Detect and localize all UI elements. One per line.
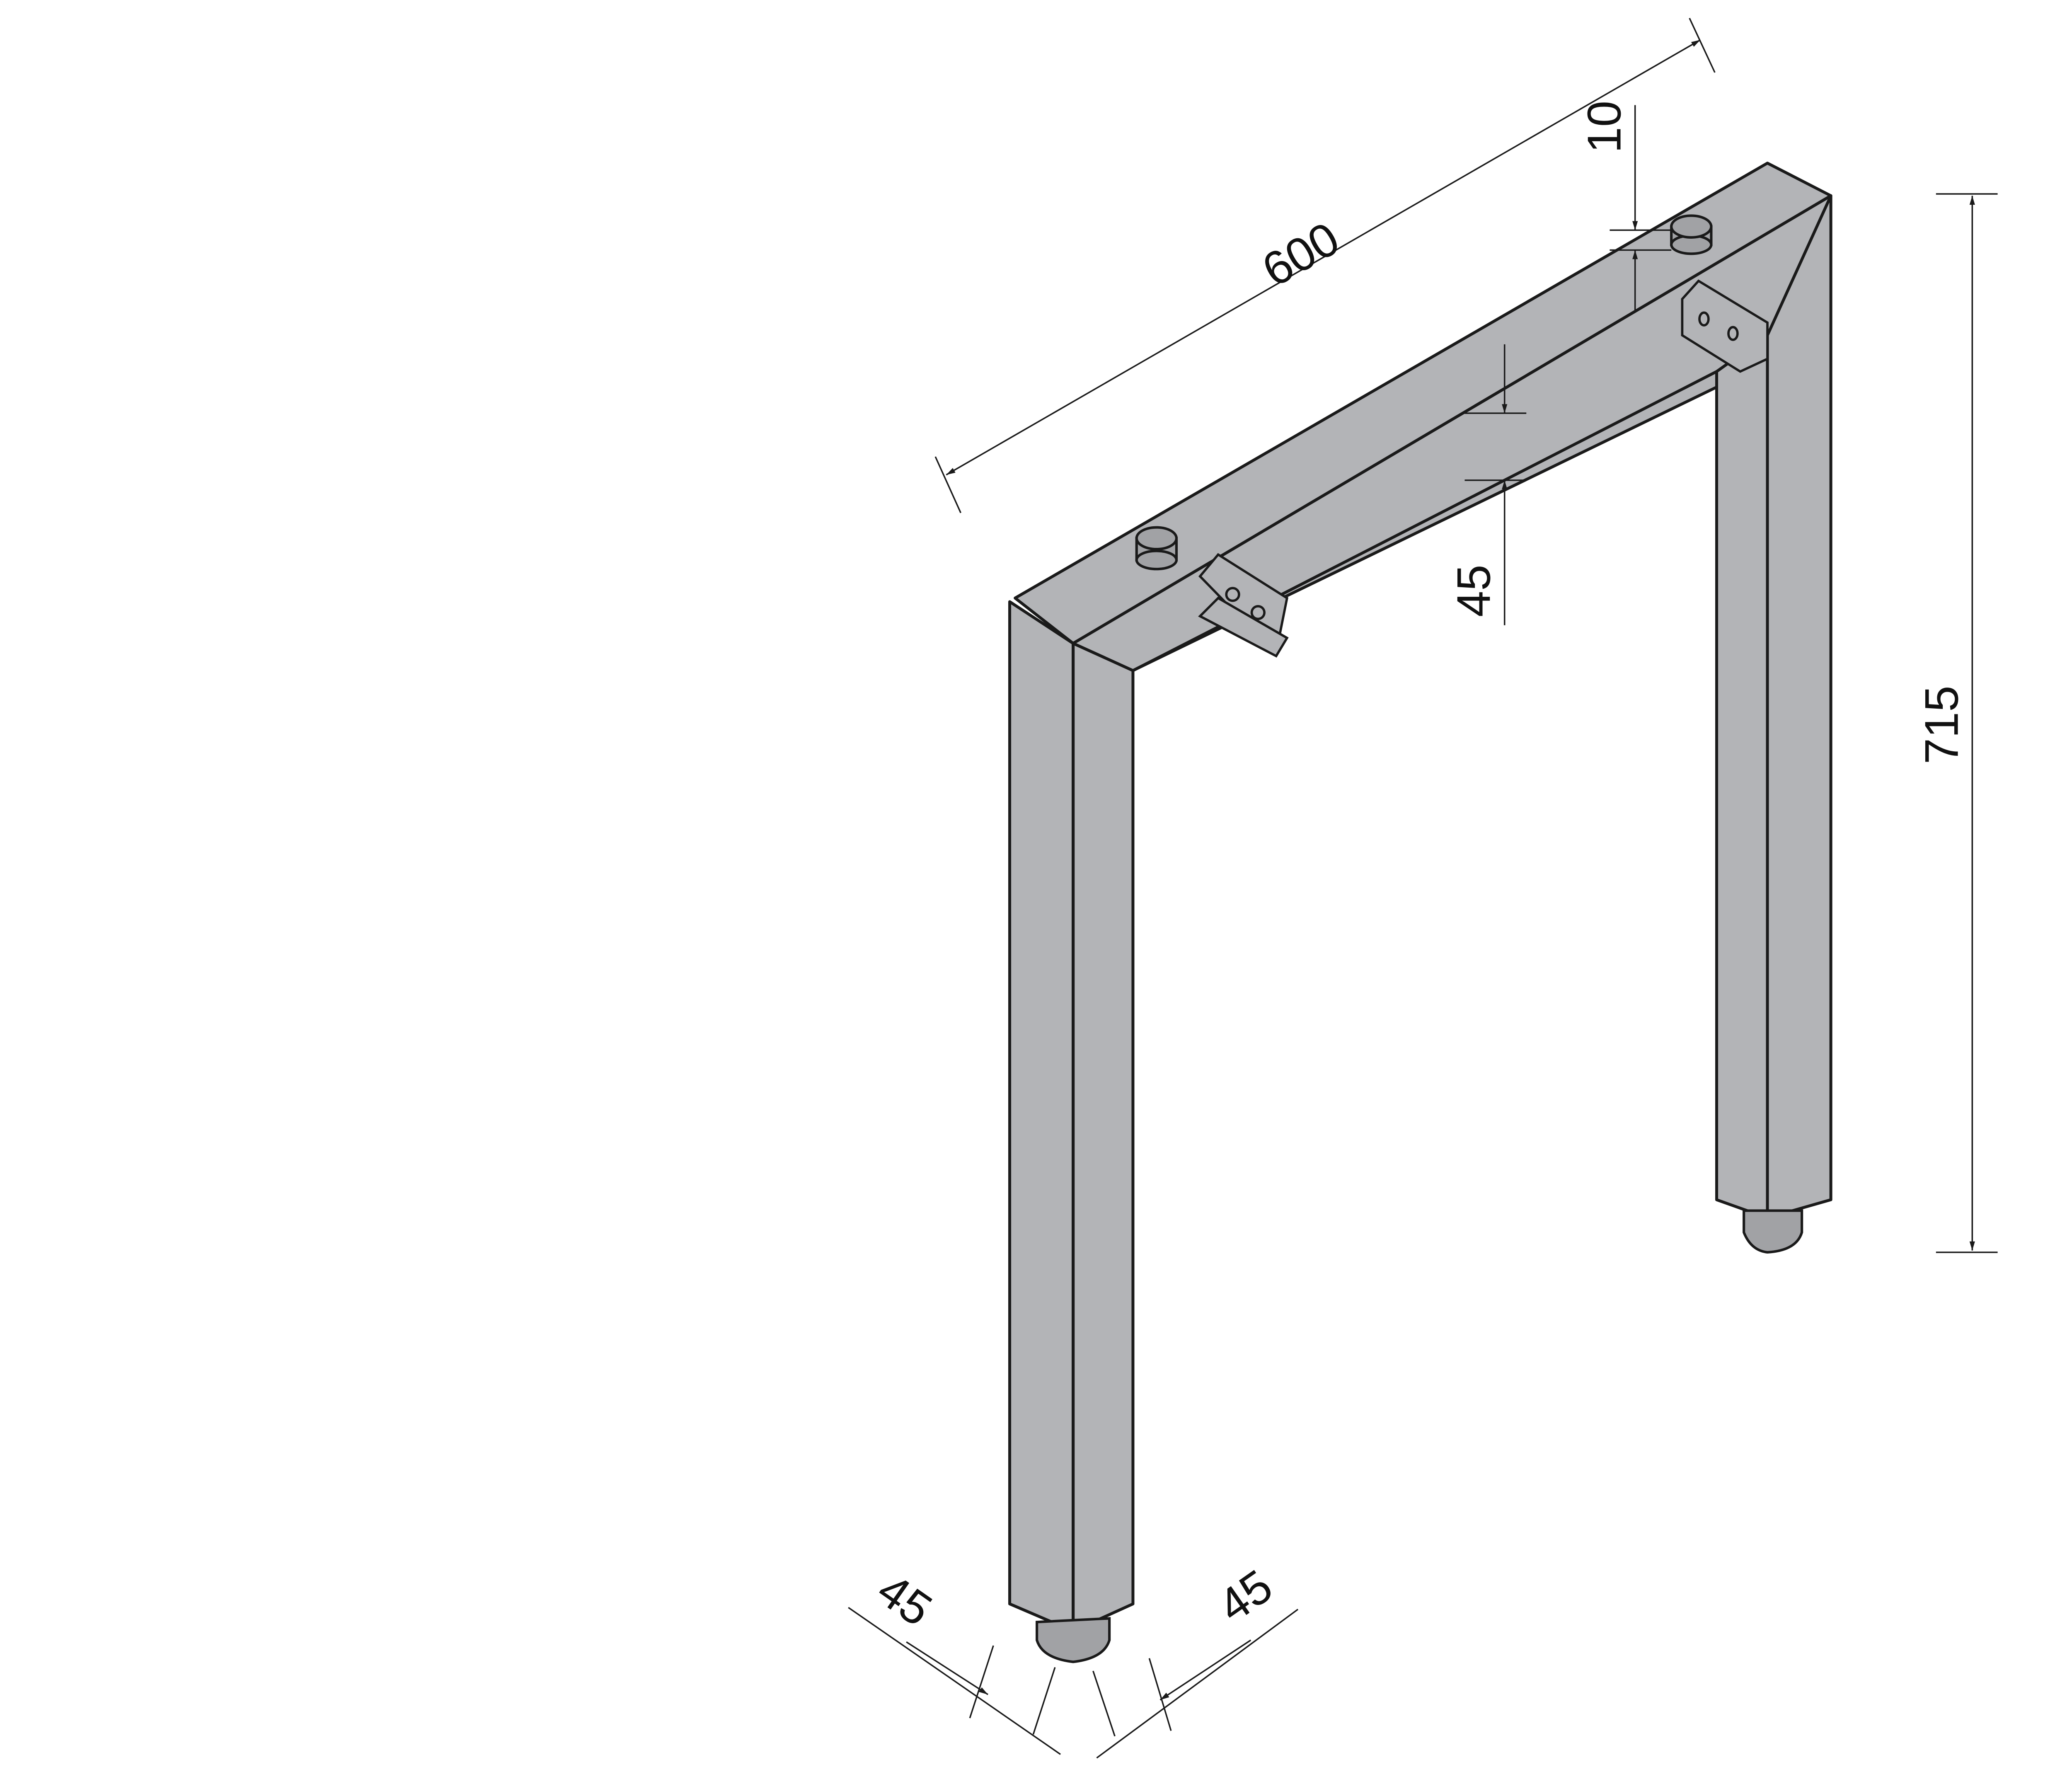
dim-45-leg-depth-label: 45 bbox=[868, 1563, 941, 1636]
dim-45-leg-width-label: 45 bbox=[1209, 1560, 1282, 1633]
dim-10-label: 10 bbox=[1578, 101, 1631, 153]
dim-45-beam-label: 45 bbox=[1448, 564, 1501, 617]
pin-left bbox=[1135, 526, 1178, 571]
feet bbox=[1036, 1209, 1803, 1663]
dim-715-label: 715 bbox=[1915, 685, 1968, 764]
left-leg-side bbox=[1072, 642, 1135, 1633]
dim-600-label: 600 bbox=[1254, 212, 1348, 297]
right-foot bbox=[1743, 1209, 1803, 1254]
left-leg-front bbox=[1008, 600, 1075, 1633]
right-leg-front bbox=[1715, 334, 1769, 1220]
frame bbox=[1008, 162, 1832, 1633]
pin-right bbox=[1670, 214, 1713, 255]
bracket-left bbox=[1198, 553, 1289, 658]
dimension-lines bbox=[848, 17, 1998, 1759]
brackets bbox=[1198, 279, 1769, 658]
left-foot bbox=[1036, 1617, 1111, 1663]
right-leg-side bbox=[1766, 194, 1832, 1220]
